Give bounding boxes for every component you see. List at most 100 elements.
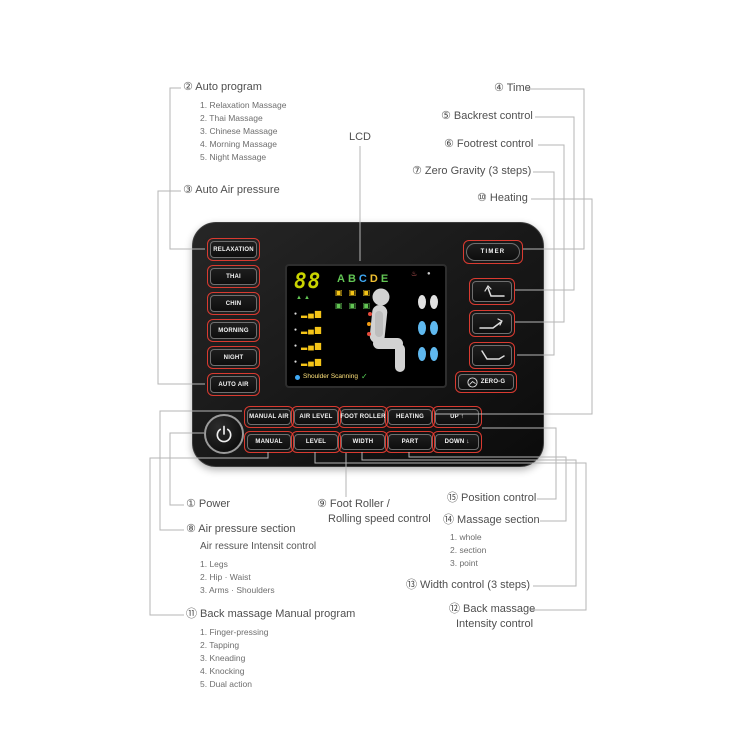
part-button[interactable]: PART: [388, 434, 432, 450]
annotation-lcd: LCD: [349, 131, 372, 143]
auto-program-item: 1. Relaxation Massage: [200, 100, 287, 110]
highlight-box: UP ↑: [432, 406, 482, 428]
check-icon: ✓: [360, 372, 368, 381]
air-section-item: 3. Arms · Shoulders: [200, 585, 275, 595]
highlight-box: HEATING: [385, 406, 435, 428]
highlight-box: LEVEL: [291, 431, 341, 453]
annotation-back-intensity-2: Intensity control: [456, 618, 534, 630]
manual-program-item: 1. Finger-pressing: [200, 627, 269, 637]
lcd-arrow-icons: ▲▲: [296, 295, 312, 301]
highlight-box: DOWN ↓: [432, 431, 482, 453]
annotation-massage-section: ⑭ Massage section: [443, 514, 540, 526]
recline-button[interactable]: [472, 345, 512, 366]
lcd-letter-c: C: [358, 273, 370, 285]
feet-icon: [418, 295, 438, 361]
up-button[interactable]: UP ↑: [435, 409, 479, 425]
highlight-box: [469, 278, 515, 305]
manual-air-button[interactable]: MANUAL AIR: [247, 409, 291, 425]
lcd-letter-b: B: [347, 273, 359, 285]
morning-button[interactable]: MORNING: [210, 322, 257, 339]
air-section-item: 1. Legs: [200, 559, 228, 569]
massage-section-item: 2. section: [450, 545, 487, 555]
night-button[interactable]: NIGHT: [210, 349, 257, 366]
highlight-box: [469, 310, 515, 337]
lcd-mode-icons-row2: ▣ ▣ ▣: [335, 301, 373, 310]
annotation-heating: ⑩ Heating: [477, 192, 528, 204]
remote-control: RELAXATION THAI CHIN MORNING NIGHT AUTO …: [192, 222, 544, 467]
down-button[interactable]: DOWN ↓: [435, 434, 479, 450]
annotation-zero-gravity: ⑦ Zero Gravity (3 steps): [412, 165, 532, 177]
scan-dot-icon: [295, 374, 300, 380]
dot-icon: ●: [427, 271, 433, 277]
auto-program-item: 5. Night Massage: [200, 152, 267, 162]
highlight-box: FOOT ROLLER: [338, 406, 388, 428]
highlight-box: MANUAL AIR: [244, 406, 294, 428]
annotation-position: ⑮ Position control: [447, 492, 537, 504]
heating-button[interactable]: HEATING: [388, 409, 432, 425]
lcd-digits: 88: [294, 269, 322, 293]
highlight-box: THAI: [207, 265, 260, 288]
level-button[interactable]: LEVEL: [294, 434, 338, 450]
annotation-time: ④ Time: [494, 82, 531, 94]
highlight-box: MANUAL: [244, 431, 294, 453]
annotation-backrest: ⑤ Backrest control: [441, 110, 533, 122]
highlight-box: ZERO-G: [455, 371, 517, 393]
manual-program-item: 4. Knocking: [200, 666, 245, 676]
relaxation-button[interactable]: RELAXATION: [210, 241, 257, 258]
auto-program-item: 2. Thai Massage: [200, 113, 263, 123]
annotation-footrest: ⑥ Footrest control: [444, 138, 534, 150]
recline-icon: [481, 349, 505, 360]
zero-g-label: ZERO-G: [480, 379, 506, 385]
width-button[interactable]: WIDTH: [341, 434, 385, 450]
annotation-auto-air: ③ Auto Air pressure: [183, 184, 280, 196]
zero-g-icon: [467, 376, 478, 388]
backrest-icon: [484, 284, 505, 297]
lcd-screen: 88 ABCDE ♨ ● ▣ ▣ ▣ ▣ ▣ ▣ ▲▲ ●▂▄▆ ●▂▄▆ ●▂…: [285, 264, 447, 388]
lcd-mode-icons-row1: ▣ ▣ ▣: [335, 288, 373, 297]
annotation-manual-program: ⑪ Back massage Manual program: [186, 608, 356, 620]
highlight-box: PART: [385, 431, 435, 453]
annotation-back-intensity: ⑫ Back massage: [449, 603, 536, 615]
footrest-icon: [479, 317, 503, 329]
air-bars-icon: ●▂▄▆: [294, 325, 323, 334]
annotation-foot-roller: ⑨ Foot Roller /: [317, 498, 390, 510]
power-button[interactable]: [204, 414, 244, 454]
auto-program-item: 4. Morning Massage: [200, 139, 278, 149]
backrest-button[interactable]: [472, 281, 512, 302]
footrest-button[interactable]: [472, 313, 512, 334]
air-bars-icon: ●▂▄▆: [294, 309, 323, 318]
lcd-letter-e: E: [380, 273, 392, 285]
thai-button[interactable]: THAI: [210, 268, 257, 285]
auto-air-button[interactable]: AUTO AIR: [210, 376, 257, 393]
highlight-box: [469, 342, 515, 369]
massage-section-item: 3. point: [450, 558, 478, 568]
highlight-box: WIDTH: [338, 431, 388, 453]
zero-g-button[interactable]: ZERO-G: [458, 374, 514, 390]
manual-program-item: 5. Dual action: [200, 679, 252, 689]
manual-button[interactable]: MANUAL: [247, 434, 291, 450]
highlight-box: CHIN: [207, 292, 260, 315]
lcd-letter-a: A: [337, 273, 348, 285]
chin-button[interactable]: CHIN: [210, 295, 257, 312]
massage-section-item: 1. whole: [450, 532, 482, 542]
manual-program-item: 3. Kneading: [200, 653, 246, 663]
highlight-box: NIGHT: [207, 346, 260, 369]
annotation-air-section: ⑧ Air pressure section: [186, 523, 296, 535]
air-section-subtitle: Air ressure Intensit control: [200, 541, 317, 552]
highlight-box: AIR LEVEL: [291, 406, 341, 428]
timer-button[interactable]: TIMER: [466, 243, 520, 261]
foot-roller-button[interactable]: FOOT ROLLER: [340, 409, 385, 425]
air-section-item: 2. Hip · Waist: [200, 572, 251, 582]
heat-icon: ♨: [411, 271, 420, 278]
air-level-button[interactable]: AIR LEVEL: [294, 409, 338, 425]
highlight-box: TIMER: [463, 240, 523, 264]
highlight-box: RELAXATION: [207, 238, 260, 261]
auto-program-item: 3. Chinese Massage: [200, 126, 278, 136]
body-figure-icon: [367, 288, 405, 372]
highlight-box: AUTO AIR: [207, 373, 260, 396]
air-bars-icon: ●▂▄▆: [294, 341, 323, 350]
manual-program-item: 2. Tapping: [200, 640, 240, 650]
lcd-status: Shoulder Scanning ✓: [295, 373, 368, 381]
annotation-auto-program: ② Auto program: [183, 81, 262, 93]
